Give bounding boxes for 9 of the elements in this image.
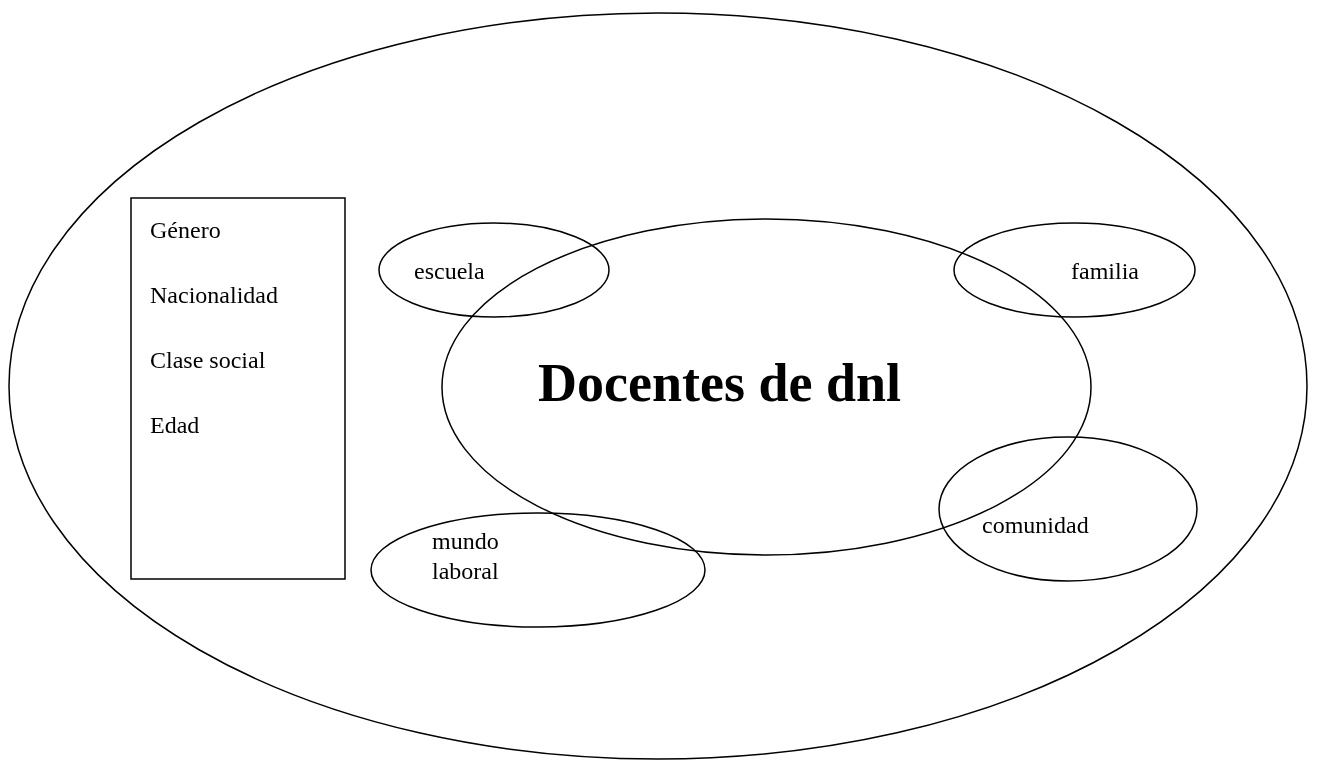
list-item: Género — [150, 216, 221, 245]
central-title: Docentes de dnl — [538, 352, 901, 415]
oval-label: familia — [1071, 257, 1139, 286]
oval-label: mundo laboral — [432, 527, 500, 586]
list-item: Clase social — [150, 346, 266, 375]
oval-label: escuela — [414, 257, 485, 286]
oval-label: comunidad — [982, 511, 1089, 540]
list-item: Edad — [150, 411, 200, 440]
list-item: Nacionalidad — [150, 281, 278, 310]
